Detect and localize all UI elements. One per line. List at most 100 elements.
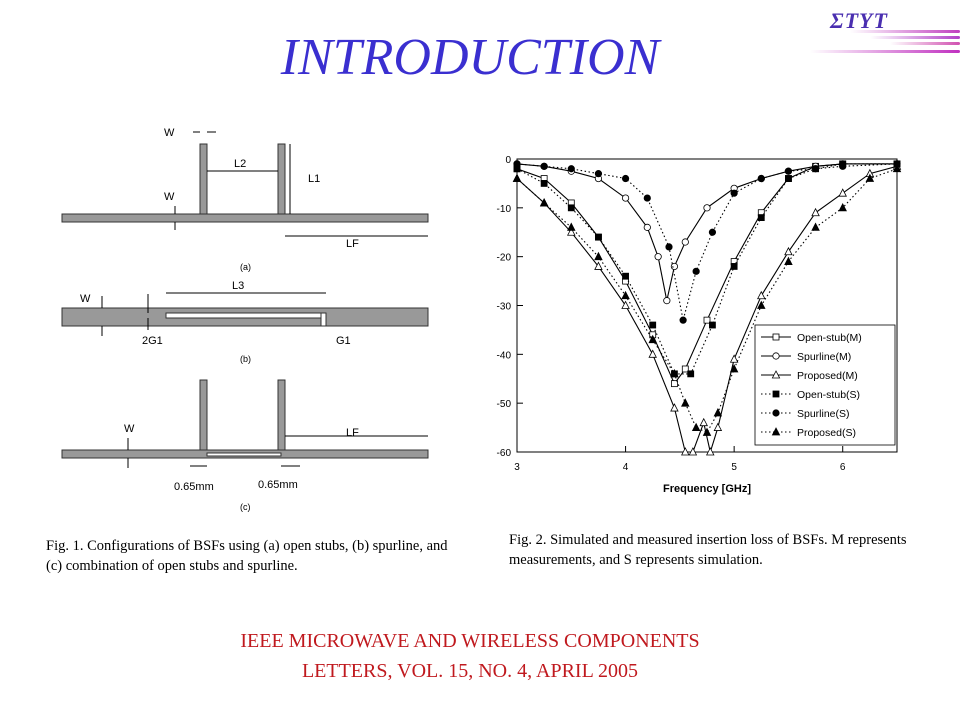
data-point: [708, 228, 717, 236]
data-point: [649, 321, 657, 329]
legend-marker: [771, 427, 781, 436]
data-point: [648, 334, 657, 344]
x-axis-label: Frequency [GHz]: [663, 483, 751, 495]
open-stub-c-left: [199, 379, 208, 451]
x-tick-label: 4: [623, 462, 629, 473]
data-point: [865, 173, 875, 182]
open-stub-a-left: [199, 143, 208, 215]
data-point: [681, 398, 690, 407]
data-point: [648, 349, 657, 358]
data-point: [681, 238, 689, 246]
data-point: [757, 214, 765, 221]
data-point: [688, 447, 698, 456]
label-l1: L1: [308, 173, 320, 185]
series-line: [516, 168, 898, 434]
data-point: [730, 189, 738, 197]
data-point: [621, 174, 630, 183]
reference-line-1: IEEE MICROWAVE AND WIRELESS COMPONENTS: [240, 630, 700, 652]
data-point: [539, 198, 549, 207]
y-tick-label: -60: [497, 448, 512, 459]
data-point: [670, 403, 679, 412]
label-dim-2: 0.65mm: [258, 479, 298, 491]
data-point: [699, 417, 708, 427]
series-proposed-s-: [512, 163, 902, 436]
x-tick-label: 6: [840, 462, 846, 473]
data-point: [621, 300, 630, 309]
data-point: [622, 272, 629, 280]
data-point: [811, 207, 820, 217]
data-point: [703, 204, 711, 212]
data-point: [839, 162, 847, 170]
data-point: [757, 174, 765, 183]
label-w-top: W: [164, 127, 175, 139]
data-point: [784, 256, 793, 265]
label-l3: L3: [232, 280, 244, 292]
journal-reference: IEEE MICROWAVE AND WIRELESS COMPONENTS L…: [150, 626, 790, 686]
open-stub-c-right: [277, 379, 286, 451]
label-sub-b: (b): [240, 354, 251, 364]
data-point: [540, 180, 548, 187]
data-point: [838, 188, 847, 197]
legend-box: [754, 324, 896, 446]
legend-marker: [771, 370, 781, 379]
data-point: [595, 233, 602, 241]
data-point: [567, 204, 575, 212]
data-point: [681, 447, 690, 456]
figure-2-caption: Fig. 2. Simulated and measured insertion…: [509, 532, 907, 568]
legend-marker: [772, 333, 780, 341]
label-l2: L2: [234, 158, 246, 170]
data-point: [663, 297, 671, 305]
data-point: [703, 316, 711, 324]
data-point: [785, 175, 792, 182]
data-point: [540, 162, 548, 170]
label-lf-c: LF: [346, 427, 359, 439]
label-2g1: 2G1: [142, 335, 163, 347]
data-point: [687, 370, 695, 378]
data-point: [654, 253, 662, 261]
label-w-c: W: [124, 423, 135, 435]
data-point: [594, 261, 603, 270]
data-point: [670, 262, 679, 271]
label-lf-a: LF: [346, 238, 359, 250]
open-stub-a-right: [277, 143, 286, 215]
label-sub-a: (a): [240, 262, 251, 272]
series-spurline-s-: [513, 160, 901, 324]
data-point: [811, 165, 820, 173]
data-point: [665, 243, 673, 251]
data-point: [729, 364, 739, 373]
data-point: [594, 251, 603, 261]
data-point: [681, 365, 689, 373]
legend-marker: [772, 352, 780, 360]
y-tick-label: 0: [505, 155, 511, 166]
data-point: [567, 165, 575, 173]
data-point: [567, 227, 576, 236]
label-dim-1: 0.65mm: [174, 481, 214, 493]
data-point: [838, 202, 847, 212]
microstrip-line-a: [61, 213, 429, 223]
data-point: [692, 267, 700, 275]
legend-label: Proposed(M): [797, 370, 858, 382]
data-point: [784, 246, 793, 256]
y-tick-label: -50: [497, 399, 512, 410]
data-point: [757, 290, 766, 300]
label-sub-c: (c): [240, 502, 251, 512]
y-tick-label: -30: [497, 302, 512, 313]
data-point: [729, 354, 739, 363]
bsf-configuration-figure: W W L2 L1 LF (a) W L3 2G1 G1 (b) W LF 0.…: [61, 127, 429, 512]
label-w-b: W: [80, 293, 91, 305]
data-point: [811, 222, 820, 231]
data-point: [757, 300, 766, 309]
logo: ΣΤΥΤ: [830, 8, 888, 33]
data-point: [513, 160, 521, 168]
legend-label: Spurline(M): [797, 351, 851, 363]
logo-bars: [805, 30, 960, 60]
data-point: [709, 321, 716, 329]
data-point: [691, 422, 701, 431]
x-tick-label: 3: [514, 462, 520, 473]
data-point: [679, 316, 687, 324]
legend-label: Proposed(S): [797, 427, 856, 439]
data-point: [784, 167, 793, 175]
y-tick-label: -20: [497, 253, 512, 264]
y-tick-label: -40: [497, 350, 512, 361]
